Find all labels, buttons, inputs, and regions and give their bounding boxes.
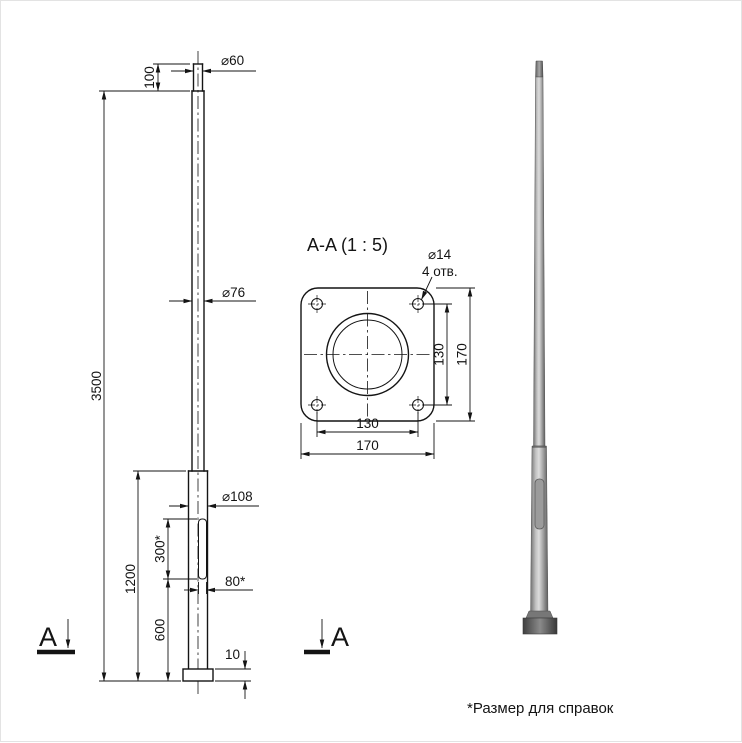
section-view: A-A (1 : 5) ⌀14 4 отв. 130	[300, 235, 475, 459]
render-tip	[535, 60, 544, 78]
section-cut-marker-left: A	[37, 619, 75, 655]
section-cut-marker-right: A	[304, 619, 349, 655]
render-lower-shaft	[530, 445, 549, 619]
hole-diameter-label: ⌀14	[428, 247, 452, 262]
dim-130-horizontal: 130	[316, 412, 419, 437]
render-base-plate	[522, 617, 558, 635]
dim-170-vertical-label: 170	[455, 343, 470, 366]
dim-1200-label: 1200	[123, 564, 138, 594]
section-letter-left: A	[39, 622, 57, 652]
dim-3500-label: 3500	[89, 371, 104, 401]
dim-600-label: 600	[153, 619, 168, 642]
dim-d76-label: ⌀76	[222, 285, 245, 300]
dim-600: 600	[153, 578, 171, 682]
dim-100-label: 100	[142, 66, 157, 89]
dim-d108: ⌀108	[169, 489, 259, 509]
dim-170-horizontal: 170	[300, 423, 435, 459]
dim-10: 10	[215, 647, 251, 699]
hole-callout: ⌀14 4 отв.	[421, 247, 458, 300]
section-letter-right: A	[331, 622, 349, 652]
dim-d60: ⌀60	[171, 53, 256, 74]
dim-300: 300*	[153, 518, 197, 580]
render-base-chamfer	[525, 610, 554, 619]
dim-130-horizontal-label: 130	[356, 416, 379, 431]
hand-hole	[198, 518, 207, 580]
flange-plate	[300, 287, 435, 422]
dim-300-label: 300*	[153, 534, 168, 563]
dim-d76: ⌀76	[169, 285, 256, 304]
render-hand-hole	[534, 478, 545, 530]
dim-130-vertical-label: 130	[432, 343, 447, 366]
footnote: *Размер для справок	[467, 700, 614, 717]
dim-170-vertical: 170	[436, 287, 475, 422]
base-plate	[182, 668, 214, 682]
dim-170-horizontal-label: 170	[356, 438, 379, 453]
dim-3500: 3500	[89, 90, 190, 682]
dim-d108-label: ⌀108	[222, 489, 253, 504]
pole-render	[522, 60, 558, 635]
pole-outline	[182, 63, 214, 682]
dim-80-label: 80*	[225, 574, 246, 589]
bolt-holes	[308, 295, 427, 414]
dim-130-vertical: 130	[424, 303, 452, 406]
hole-count-label: 4 отв.	[422, 264, 458, 279]
dim-d60-label: ⌀60	[221, 53, 244, 68]
render-upper-shaft	[533, 76, 546, 447]
dim-80: 80*	[184, 574, 253, 594]
section-title: A-A (1 : 5)	[307, 235, 388, 255]
dim-100: 100	[142, 63, 190, 92]
dim-1200: 1200	[123, 470, 186, 682]
front-view: ⌀60 100 3500 ⌀76 ⌀108 1200	[37, 51, 349, 699]
dim-10-label: 10	[225, 647, 240, 662]
